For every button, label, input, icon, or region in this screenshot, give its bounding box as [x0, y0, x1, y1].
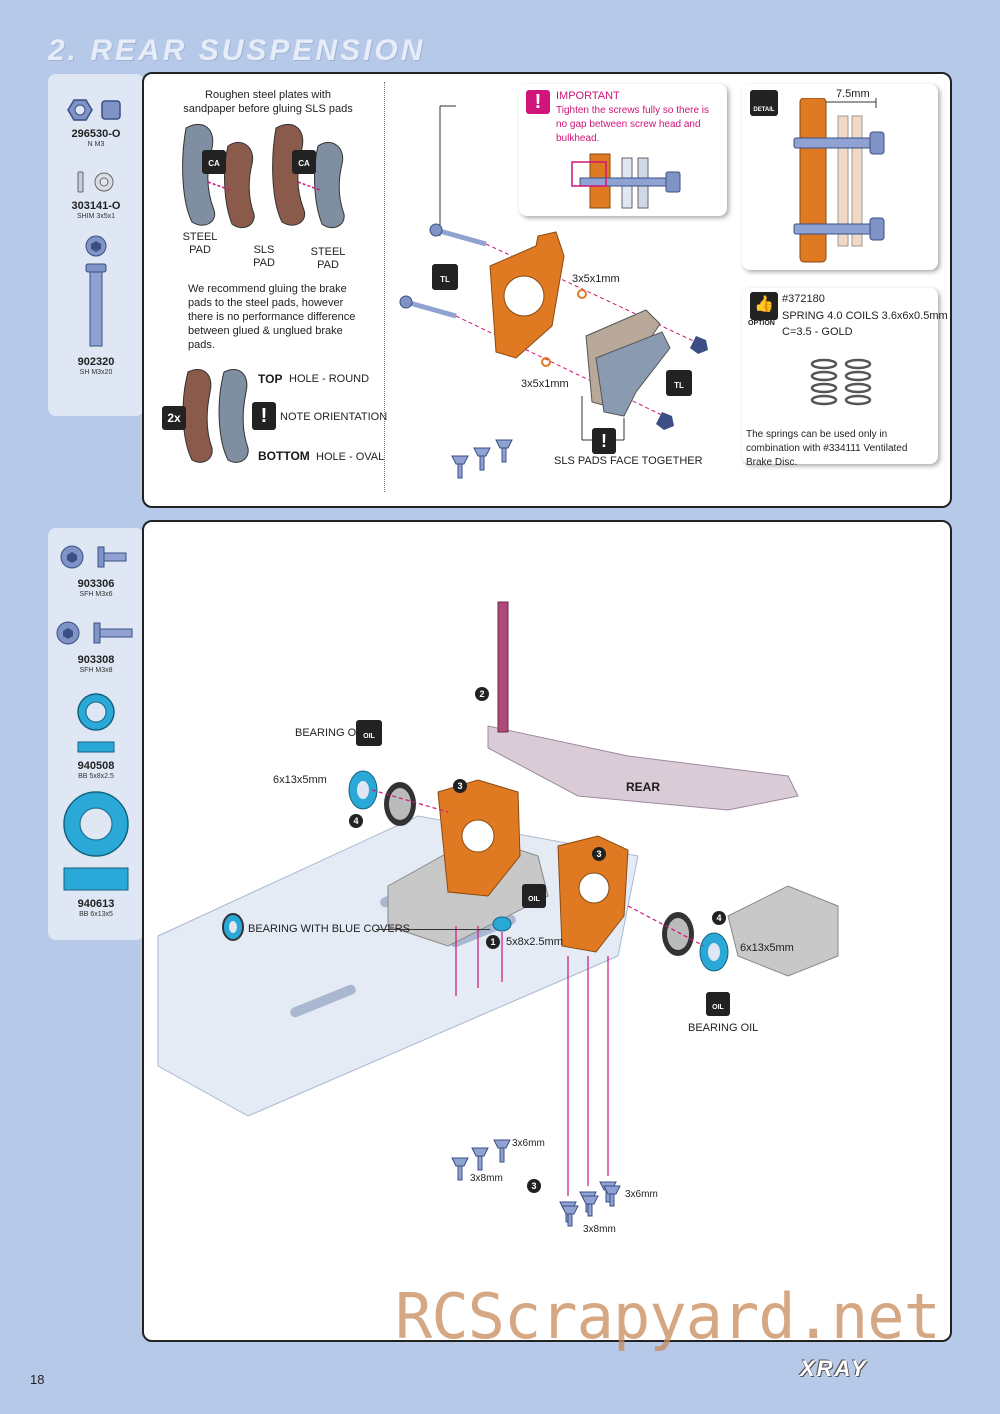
pad-orientation-illustration — [182, 369, 249, 463]
attention-icon: ! — [252, 402, 276, 430]
detail-dimension: 7.5mm — [836, 88, 870, 100]
steel-pad-label: STEEL PAD — [182, 231, 218, 256]
xray-logo: XRAY — [800, 1356, 868, 1381]
important-title: IMPORTANT — [556, 90, 620, 102]
springs-illustration — [810, 358, 872, 406]
section-title: 2. REAR SUSPENSION — [48, 34, 426, 67]
sls-pads-note: SLS PADS FACE TOGETHER — [554, 455, 703, 467]
option-compatibility-note: The springs can be used only in combinat… — [746, 429, 908, 468]
step-number: 3 — [527, 1179, 541, 1193]
bearing-oil-label: BEARING OIL — [295, 727, 366, 739]
part-description: BB 6x13x5 — [79, 911, 113, 918]
part-number: 903306 — [77, 578, 115, 590]
step-number: 3 — [453, 779, 467, 793]
glue-recommendation-note: We recommend gluing the brake pads to th… — [188, 283, 356, 351]
part-description: SFH M3x8 — [79, 667, 113, 674]
small-bearing-size-label: 5x8x2.5mm — [506, 936, 563, 948]
thumbs-up-icon: 👍 — [750, 292, 778, 320]
parts-list-top: 296530-O N M3 303141-O SHIM 3x5x1 902320… — [48, 74, 144, 416]
blue-covers-label: BEARING WITH BLUE COVERS — [248, 923, 410, 935]
leader-line — [376, 929, 490, 930]
screws-left-bottom-illustration — [451, 1139, 511, 1181]
part-description: SHIM 3x5x1 — [76, 213, 116, 220]
screw-icon — [85, 235, 107, 347]
top-hole-description: HOLE - ROUND — [289, 373, 370, 385]
part-description: SFH M3x6 — [79, 591, 113, 598]
brake-pads-illustration — [182, 123, 345, 229]
part-number: 296530-O — [71, 128, 121, 140]
part-description: SH M3x20 — [79, 369, 113, 376]
roughen-note: Roughen steel plates with sandpaper befo… — [183, 89, 353, 115]
attention-icon: ! — [592, 428, 616, 454]
screws-left-illustration — [451, 439, 513, 479]
step-number: 4 — [712, 911, 726, 925]
oil-icon: OIL — [706, 992, 730, 1016]
important-icon: ! — [526, 90, 550, 114]
oil-icon: OIL — [522, 884, 546, 908]
part-description: BB 5x8x2.5 — [78, 773, 114, 780]
screw-countersunk-icon — [56, 621, 133, 645]
part-number: 903308 — [77, 654, 115, 666]
oil-icon: OIL — [356, 720, 382, 746]
rear-label: REAR — [626, 780, 661, 794]
top-label: TOP — [258, 372, 283, 386]
part-number: 303141-O — [71, 200, 121, 212]
sls-pad-label: SLS PAD — [253, 244, 275, 269]
option-badge-label: OPTION — [748, 320, 775, 327]
bearing-small-icon — [77, 693, 115, 753]
detail-magnifier-icon: DETAIL — [750, 90, 778, 116]
screw-size-label: 3x6mm — [625, 1189, 658, 1200]
bearing-oil-label: BEARING OIL — [688, 1022, 759, 1034]
part-number: 940613 — [77, 898, 115, 910]
step-number: 3 — [592, 847, 606, 861]
screw-size-label: 3x8mm — [583, 1224, 616, 1235]
screw-countersunk-icon — [60, 545, 127, 569]
screw-gap-illustration — [571, 153, 681, 209]
bulkhead-exploded-illustration — [399, 105, 708, 441]
step-number: 4 — [349, 814, 363, 828]
part-number: 902320 — [77, 356, 115, 368]
parts-list-bottom: 903306 SFH M3x6 903308 SFH M3x8 940508 B… — [48, 528, 144, 940]
steel-pad-label: STEEL PAD — [310, 246, 346, 271]
screws-right-illustration — [561, 1185, 621, 1227]
screw-size-label: 3x8mm — [470, 1173, 503, 1184]
bearing-large-icon — [63, 791, 129, 891]
option-part-number: #372180 — [782, 293, 825, 305]
option-part-name: SPRING 4.0 COILS 3.6x6x0.5mm — [782, 310, 948, 322]
threadlock-icon: TL — [432, 264, 458, 290]
detail-illustration — [793, 98, 885, 263]
part-number: 940508 — [77, 760, 115, 772]
step-number: 1 — [486, 935, 500, 949]
divider — [384, 82, 385, 492]
ca-glue-icon: CA — [292, 150, 316, 174]
option-spring-rate: C=3.5 - GOLD — [782, 326, 853, 338]
bearing-size-label: 6x13x5mm — [740, 942, 794, 954]
page-number: 18 — [30, 1372, 45, 1387]
step-number: 2 — [475, 687, 489, 701]
rear-suspension-assembly-illustration — [157, 601, 839, 1223]
shim-size-label: 3x5x1mm — [572, 273, 620, 285]
shim-icon — [77, 171, 114, 193]
bearing-size-label: 6x13x5mm — [273, 774, 327, 786]
shim-size-label: 3x5x1mm — [521, 378, 569, 390]
bottom-hole-description: HOLE - OVAL — [316, 451, 385, 463]
watermark: RCScrapyard.net — [395, 1280, 941, 1353]
bottom-label: BOTTOM — [258, 449, 310, 463]
screw-size-label: 3x6mm — [512, 1138, 545, 1149]
part-description: N M3 — [87, 141, 105, 148]
threadlock-icon: TL — [666, 370, 692, 396]
blue-cover-bearing-icon — [222, 913, 244, 941]
quantity-badge: 2x — [162, 406, 186, 430]
important-text: Tighten the screws fully so there is no … — [556, 105, 710, 144]
nut-icon — [67, 99, 121, 121]
orientation-note: NOTE ORIENTATION — [280, 411, 388, 423]
ca-glue-icon: CA — [202, 150, 226, 174]
